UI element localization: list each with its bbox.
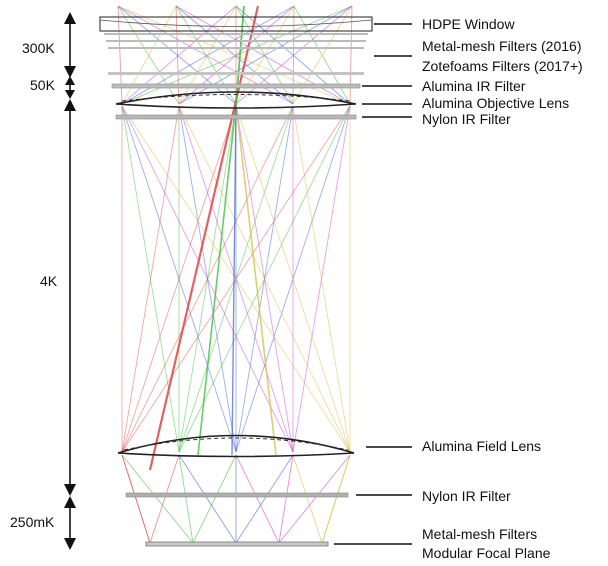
stage-label-300k: 300K	[22, 40, 55, 56]
light-ray	[235, 105, 351, 453]
light-ray	[292, 105, 351, 453]
light-ray	[121, 105, 294, 453]
label-alumina-ir-filter: Alumina IR Filter	[422, 78, 526, 94]
light-ray	[278, 454, 351, 544]
temperature-arrows	[64, 12, 76, 550]
nylon-ir-filter-upper	[115, 114, 357, 120]
light-ray	[121, 105, 237, 453]
light-ray	[148, 5, 260, 471]
light-ray	[121, 105, 180, 453]
light-ray	[121, 5, 177, 105]
light-ray	[121, 454, 194, 544]
leader-lines	[334, 23, 412, 545]
optical-elements	[99, 16, 373, 547]
light-ray	[117, 5, 123, 105]
light-ray	[231, 103, 237, 456]
light-ray	[321, 454, 351, 544]
objective-lens-inner-curve	[121, 94, 351, 102]
alumina-field-lens	[117, 434, 355, 458]
light-ray	[178, 454, 237, 544]
light-ray	[278, 454, 294, 544]
light-ray	[178, 105, 351, 453]
label-zotefoams-filters: Zotefoams Filters (2017+)	[422, 58, 583, 74]
label-alumina-objective-lens: Alumina Objective Lens	[422, 95, 570, 111]
field-lens-inner-curve	[123, 437, 349, 451]
light-ray	[121, 454, 151, 544]
label-alumina-field-lens: Alumina Field Lens	[422, 438, 542, 454]
light-ray	[149, 454, 180, 544]
stage-label-4k: 4K	[40, 273, 58, 289]
light-ray	[235, 103, 277, 456]
zotefoams-filter-plate	[108, 72, 364, 75]
light-ray	[117, 5, 351, 105]
label-modular-focal-plane: Modular Focal Plane	[422, 545, 551, 561]
light-ray	[292, 454, 323, 544]
light-ray	[121, 105, 351, 453]
hdpe-window-curve	[99, 19, 373, 27]
light-ray	[178, 454, 194, 544]
alumina-ir-filter	[111, 83, 361, 89]
light-ray	[292, 5, 353, 105]
modular-focal-plane	[145, 541, 329, 547]
light-ray	[197, 103, 237, 456]
stage-label-250mk: 250mK	[10, 514, 55, 530]
label-metal-mesh-filters-2016: Metal-mesh Filters (2016)	[422, 38, 582, 54]
alumina-objective-lens	[115, 91, 357, 109]
nylon-ir-filter-lower	[125, 492, 349, 498]
light-ray	[235, 454, 280, 544]
hdpe-window	[99, 16, 373, 32]
label-hdpe-window: HDPE Window	[422, 16, 515, 32]
metal-mesh-filter-plate	[104, 33, 368, 35]
label-nylon-ir-filter-lower: Nylon IR Filter	[422, 488, 511, 504]
label-metal-mesh-filters: Metal-mesh Filters	[422, 526, 538, 542]
light-ray	[192, 454, 237, 544]
label-nylon-ir-filter-upper: Nylon IR Filter	[422, 111, 511, 127]
light-ray	[175, 5, 351, 105]
metal-mesh-filter-plate	[106, 40, 366, 42]
stage-label-50k: 50K	[30, 77, 55, 93]
light-ray	[235, 454, 294, 544]
light-ray	[349, 5, 353, 105]
metal-mesh-filter-plate	[108, 47, 364, 49]
